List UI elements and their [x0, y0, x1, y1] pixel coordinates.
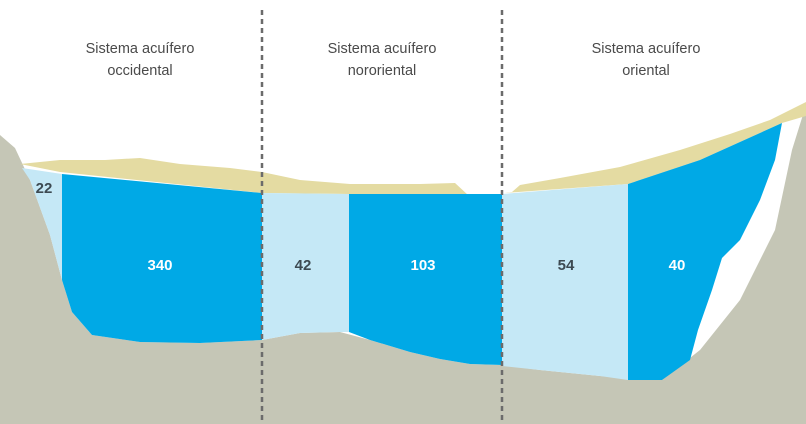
aquifer-segment-4 — [349, 194, 502, 365]
system-title-oriental-line1: Sistema acuífero — [592, 41, 701, 57]
system-title-oriental-line2: oriental — [622, 63, 670, 79]
system-title-occidental-line2: occidental — [107, 63, 172, 79]
aquifer-segments — [22, 123, 782, 380]
segment-label-6: 40 — [669, 257, 686, 274]
segment-label-4: 103 — [410, 257, 435, 274]
segment-label-5: 54 — [558, 257, 575, 274]
segment-label-3: 42 — [295, 257, 312, 274]
surface-sand-layer-east — [505, 102, 806, 193]
aquifer-segment-2 — [62, 174, 262, 343]
aquifer-segment-5 — [502, 184, 628, 380]
aquifer-segment-1 — [22, 168, 62, 280]
system-title-nororiental-line2: nororiental — [348, 63, 417, 79]
aquifer-segment-3 — [262, 193, 349, 340]
system-title-occidental-line1: Sistema acuífero — [86, 41, 195, 57]
segment-label-1: 22 — [36, 180, 53, 197]
system-title-nororiental-line1: Sistema acuífero — [328, 41, 437, 57]
segment-label-2: 340 — [147, 257, 172, 274]
surface-sand-layer — [20, 158, 468, 195]
bedrock-ground — [0, 105, 806, 424]
aquifer-segment-6 — [628, 123, 782, 380]
